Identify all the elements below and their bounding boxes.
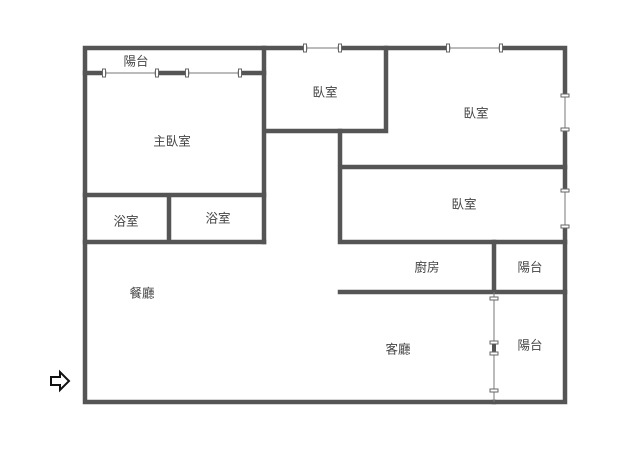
label-bathroom-left: 浴室	[113, 214, 138, 229]
room-labels: 陽台 臥室 臥室 主臥室 浴室 浴室 臥室 廚房 陽台 餐廳 客廳 陽台	[113, 54, 542, 357]
label-bedroom-small: 臥室	[312, 85, 337, 100]
outer-wall	[82, 45, 497, 405]
bedroom-small-wall	[261, 45, 389, 245]
label-balcony-living: 陽台	[517, 338, 542, 353]
label-master-bedroom: 主臥室	[153, 134, 191, 149]
label-balcony-kitchen: 陽台	[517, 260, 542, 275]
label-bedroom-right-top: 臥室	[463, 106, 488, 121]
kitchen-walls	[337, 239, 568, 295]
bedroom-right-walls	[337, 128, 568, 245]
label-living-room: 客廳	[385, 342, 411, 357]
windows	[102, 43, 570, 402]
label-bathroom-right: 浴室	[205, 211, 230, 226]
walls	[82, 45, 568, 405]
outer-wall-right	[337, 45, 568, 405]
bathroom-walls	[82, 192, 267, 245]
label-balcony-top: 陽台	[123, 54, 148, 69]
label-bedroom-right-middle: 臥室	[451, 197, 476, 212]
label-dining-room: 餐廳	[129, 286, 155, 301]
entrance-arrow-icon	[50, 369, 71, 393]
label-kitchen: 廚房	[414, 260, 439, 275]
